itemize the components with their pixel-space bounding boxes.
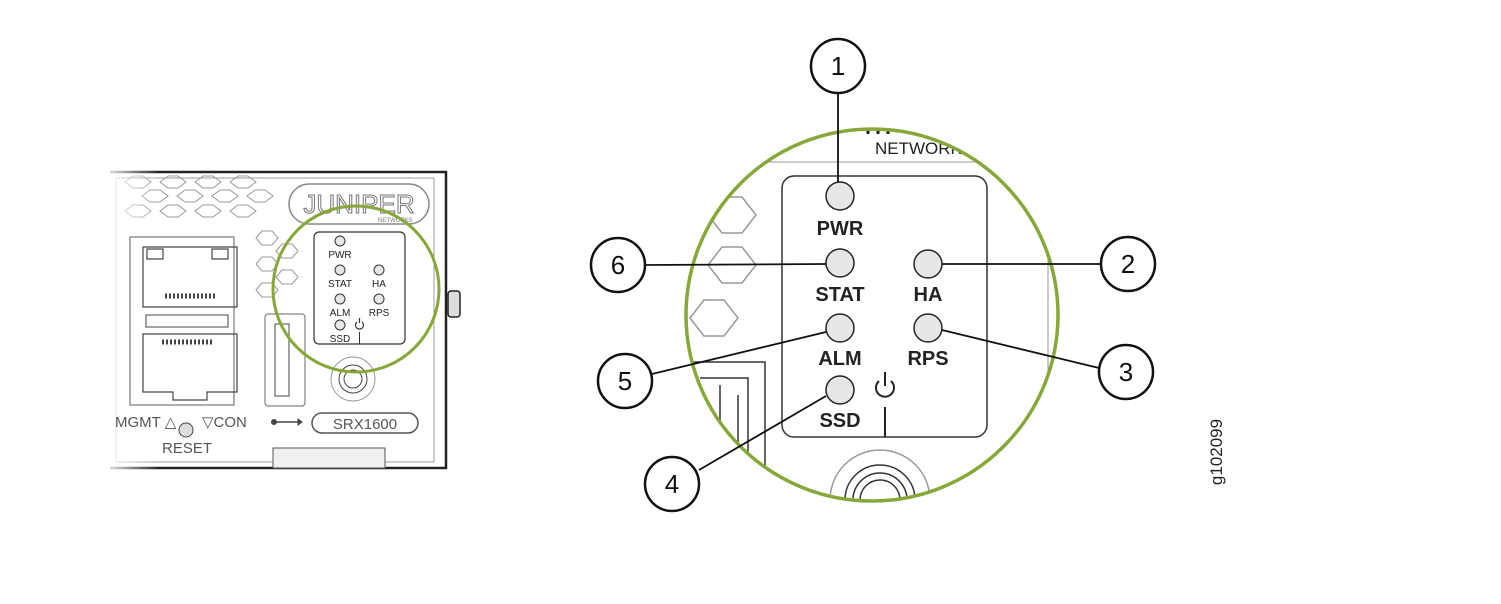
- callout-2: [1099, 235, 1157, 293]
- callout-3: [1097, 343, 1155, 401]
- callout-5: [596, 352, 654, 410]
- led-ssd: SSD: [819, 375, 861, 432]
- svg-text:HA: HA: [372, 279, 386, 290]
- svg-text:ALM: ALM: [330, 308, 351, 319]
- reset-knob: [330, 356, 376, 402]
- juniper-logo: JUNIPER NETWORKS: [288, 183, 430, 225]
- device-front-panel: JUNIPER NETWORKS MGMT △ ▽CON RESET SRX16…: [100, 170, 461, 470]
- svg-text:PWR: PWR: [328, 250, 351, 261]
- highlight-circle: [271, 204, 441, 374]
- callout-6: [589, 236, 647, 294]
- led-alm: ALM: [818, 313, 862, 370]
- usb-icon: [271, 418, 303, 426]
- callout-5-number: 5: [618, 366, 632, 396]
- rj45-port-console: [142, 333, 238, 401]
- led-panel: [781, 175, 988, 438]
- callout-1-number: 1: [831, 51, 845, 81]
- magnified-led-detail: NETWORK PWR STAT HA ALM: [684, 127, 1060, 503]
- led-panel-small: PWR STAT HA ALM RPS SSD: [313, 231, 406, 345]
- callout-3-number: 3: [1119, 357, 1133, 387]
- rj45-port-mgmt: [129, 236, 238, 406]
- reset-label: RESET: [162, 440, 212, 457]
- led-pwr-label: PWR: [817, 218, 864, 240]
- led-alm-label: ALM: [818, 348, 861, 370]
- callout-4-number: 4: [665, 469, 679, 499]
- svg-text:STAT: STAT: [328, 279, 352, 290]
- reset-button[interactable]: [178, 422, 194, 438]
- led-pwr: PWR: [817, 181, 864, 240]
- magnifier-circle: [684, 127, 1060, 503]
- callout-1: [809, 37, 867, 95]
- led-stat-label: STAT: [815, 284, 864, 306]
- brand-fragment: NETWORK: [875, 139, 963, 158]
- thumbscrew: [447, 290, 461, 318]
- power-icon: [875, 372, 895, 437]
- led-ha-label: HA: [914, 284, 943, 306]
- figure-id: g102099: [1207, 419, 1226, 485]
- model-label: SRX1600: [333, 416, 397, 433]
- svg-text:SSD: SSD: [330, 334, 351, 345]
- usb-port: [264, 313, 306, 407]
- callout-2-number: 2: [1121, 249, 1135, 279]
- led-ssd-label: SSD: [819, 410, 860, 432]
- callout-4: [643, 455, 701, 513]
- callouts: [589, 37, 1157, 513]
- callout-6-number: 6: [611, 250, 625, 280]
- led-rps-label: RPS: [907, 348, 948, 370]
- led-stat: STAT: [815, 248, 865, 306]
- led-pwr-indicator: [825, 181, 855, 211]
- handle: [272, 447, 386, 469]
- svg-text:RPS: RPS: [369, 308, 390, 319]
- con-label: ▽CON: [202, 414, 247, 431]
- mgmt-label: MGMT △: [115, 414, 177, 431]
- led-rps: RPS: [907, 313, 949, 370]
- svg-text:NETWORKS: NETWORKS: [378, 218, 413, 224]
